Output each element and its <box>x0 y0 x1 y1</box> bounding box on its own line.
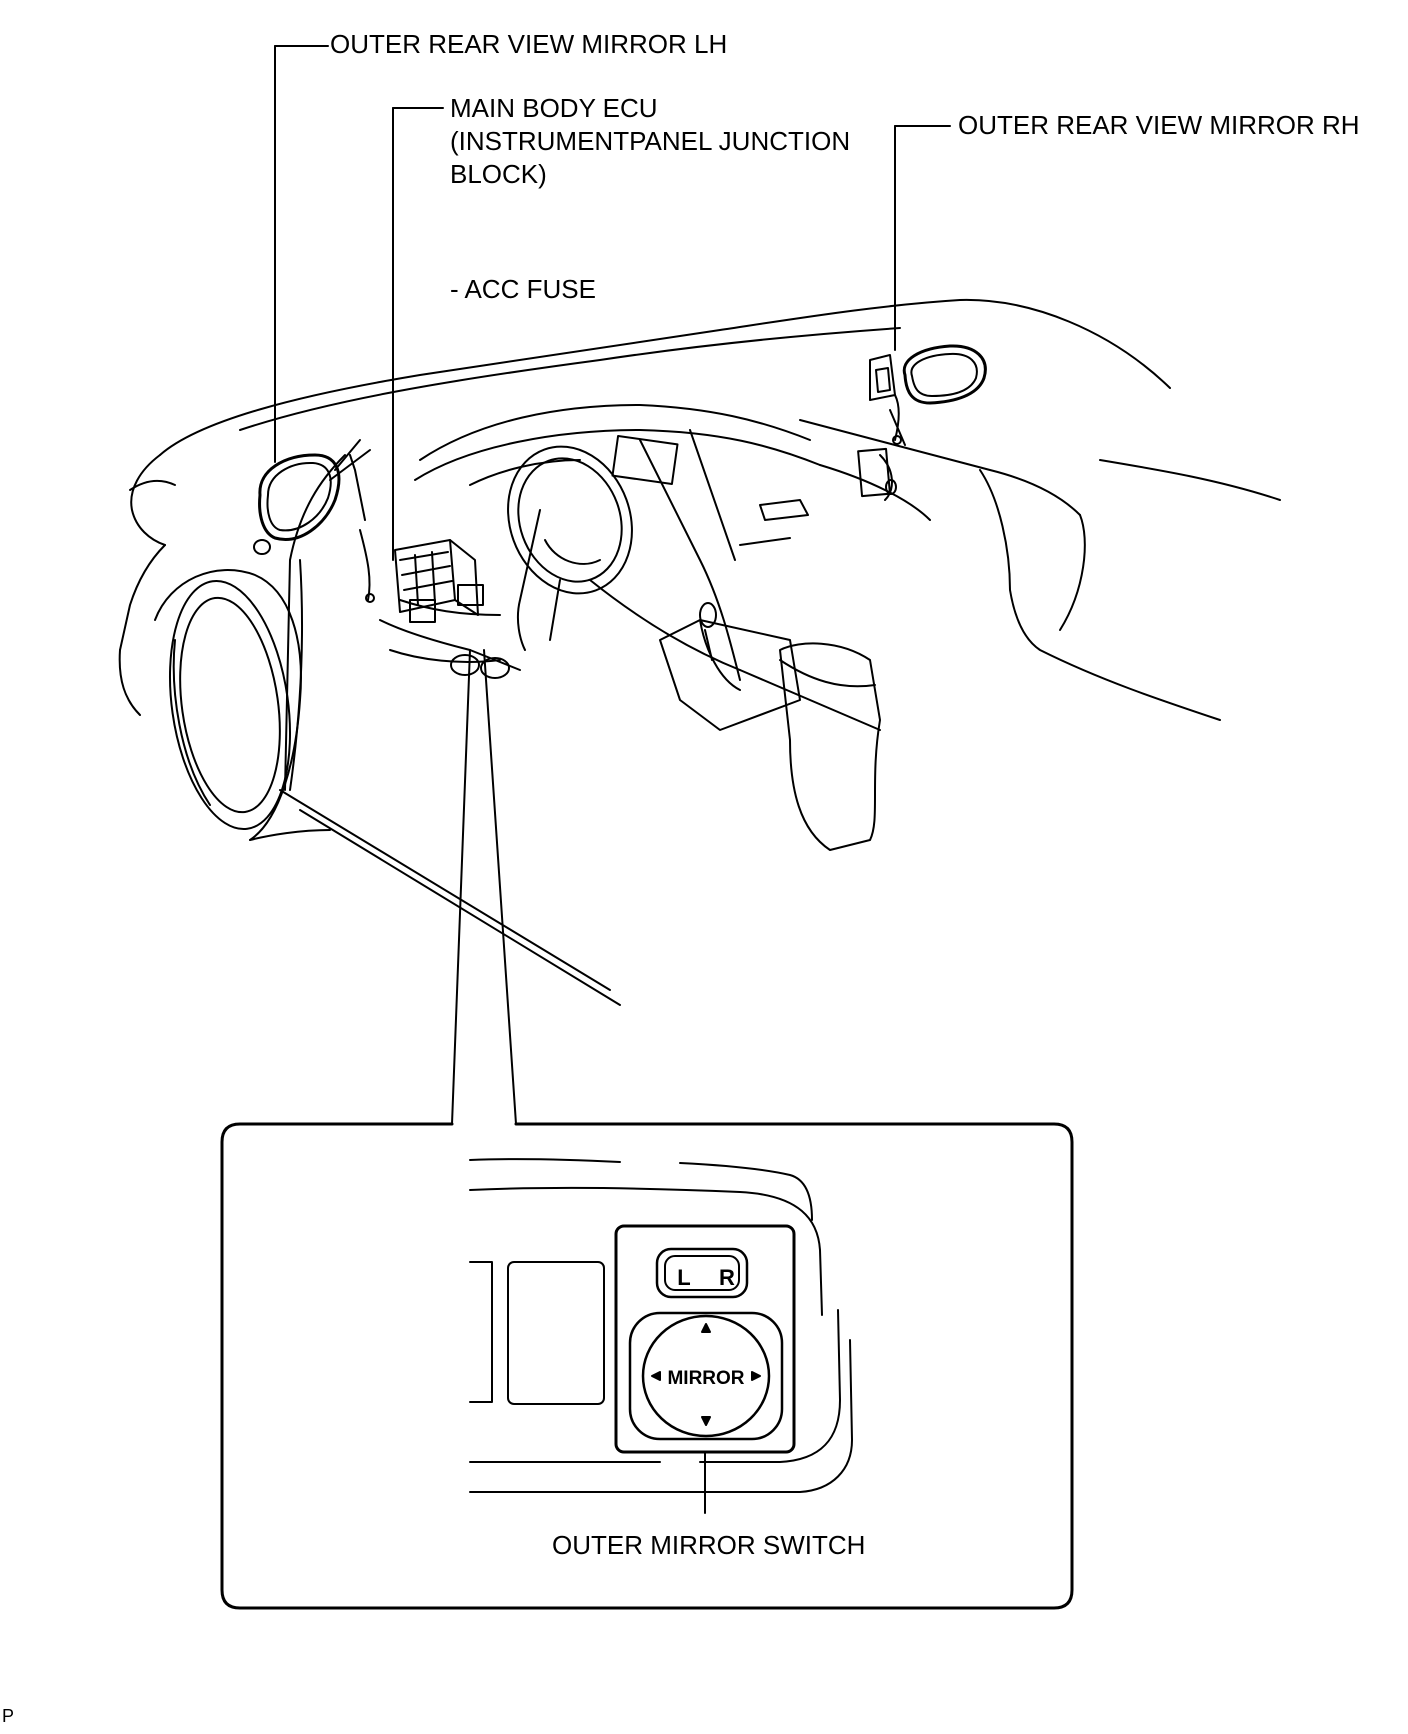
mirror-pad-label: MIRROR <box>667 1368 744 1389</box>
outer-rear-view-mirror-rh-shape <box>869 344 987 446</box>
arrow-left-icon <box>651 1371 661 1381</box>
outer-mirror-switch <box>614 1224 796 1454</box>
main-body-ecu-block <box>379 539 521 671</box>
label-outer-rear-view-mirror-rh: OUTER REAR VIEW MIRROR RH <box>958 110 1360 140</box>
switch-detail-inset <box>220 1122 1074 1610</box>
arrow-up-icon <box>701 1323 711 1333</box>
label-outer-mirror-switch: OUTER MIRROR SWITCH <box>552 1530 866 1560</box>
label-main-body-ecu-line1: MAIN BODY ECU <box>450 93 658 123</box>
leader-lines <box>274 45 951 1514</box>
lr-selector-knob[interactable] <box>655 1247 749 1299</box>
label-outer-rear-view-mirror-lh: OUTER REAR VIEW MIRROR LH <box>330 29 728 59</box>
arrow-right-icon <box>751 1371 761 1381</box>
corner-mark: P <box>2 1706 15 1726</box>
outer-rear-view-mirror-lh-shape <box>258 449 375 603</box>
mirror-adjust-pad[interactable] <box>641 1314 771 1438</box>
lr-selector-right-label: R <box>719 1265 735 1290</box>
dashboard <box>389 404 1281 851</box>
lr-selector-left-label: L <box>677 1265 690 1290</box>
label-acc-fuse: - ACC FUSE <box>450 274 596 304</box>
arrow-down-icon <box>701 1416 711 1426</box>
label-main-body-ecu-line3: BLOCK) <box>450 159 547 189</box>
label-main-body-ecu-line2: (INSTRUMENTPANEL JUNCTION <box>450 126 851 156</box>
